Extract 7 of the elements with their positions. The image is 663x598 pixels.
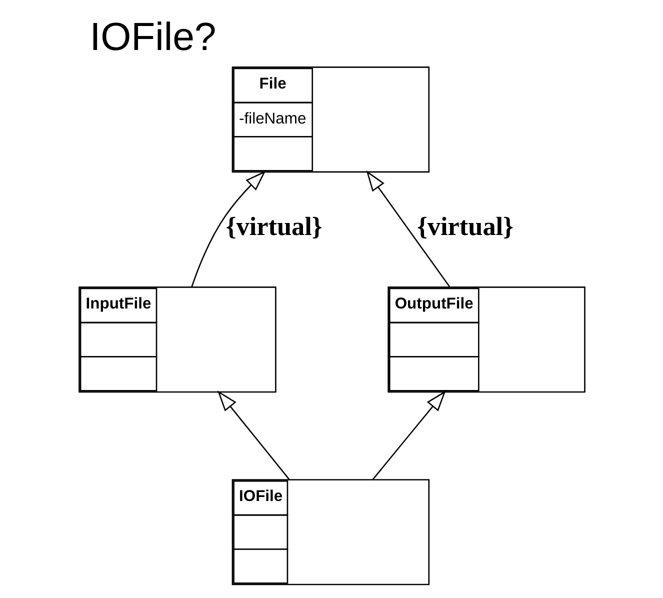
diagram-title: IOFile? xyxy=(89,15,216,60)
arrow xyxy=(216,390,290,480)
arrow xyxy=(366,170,450,288)
edge-label: {virtual} xyxy=(225,212,322,241)
edge-label: {virtual} xyxy=(416,212,513,241)
arrow xyxy=(372,390,446,480)
arrow xyxy=(190,170,266,288)
